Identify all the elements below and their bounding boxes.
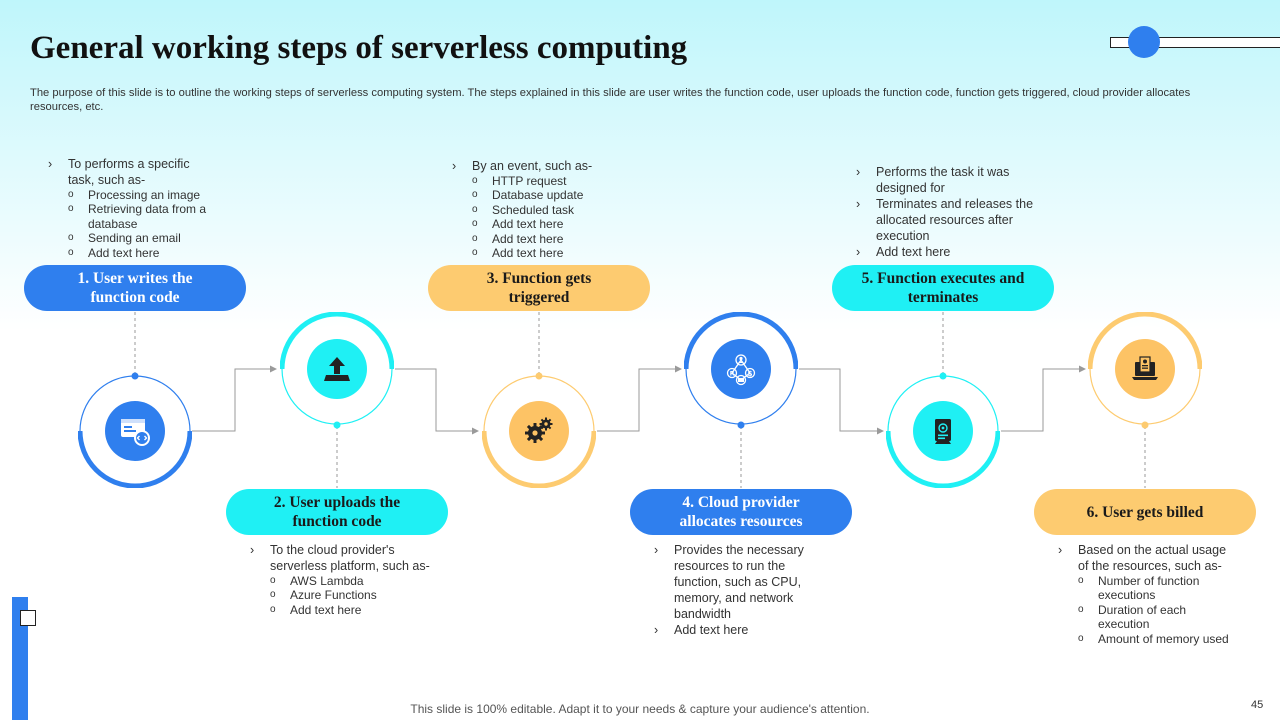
- step-3-node: [482, 374, 596, 488]
- step-2-detail-3: Azure Functions: [250, 588, 430, 603]
- step-2-label: 2. User uploads the function code: [226, 489, 448, 535]
- document-execute-icon: [913, 401, 973, 461]
- step-4-detail-1: Provides the necessary resources to run …: [654, 542, 829, 622]
- step-1-detail-5: Add text here: [48, 246, 218, 261]
- step-1-detail-2: Processing an image: [48, 188, 218, 203]
- step-3-details: By an event, such as- HTTP request Datab…: [452, 158, 632, 261]
- connector-2-3: [395, 368, 479, 435]
- step-2-detail-4: Add text here: [250, 603, 430, 618]
- step-5-detail-2: Terminates and releases the allocated re…: [856, 196, 1036, 244]
- dot-step-4: [737, 421, 745, 429]
- connector-5-6: [1001, 365, 1086, 432]
- step-3-detail-6: Add text here: [452, 232, 632, 247]
- step-3-detail-1: By an event, such as-: [452, 158, 632, 174]
- step-5-detail-1: Performs the task it was designed for: [856, 164, 1036, 196]
- decorative-dot: [1128, 26, 1160, 58]
- step-3-detail-7: Add text here: [452, 246, 632, 261]
- step-2-node: [280, 312, 394, 426]
- step-6-detail-4: Amount of memory used: [1058, 632, 1238, 647]
- svg-text:R: R: [730, 371, 735, 378]
- step-3-label: 3. Function gets triggered: [428, 265, 650, 311]
- decorative-square: [20, 610, 36, 626]
- step-1-detail-3: Retrieving data from a database: [48, 202, 218, 231]
- slide-title: General working steps of serverless comp…: [30, 30, 688, 66]
- step-1-node: [78, 374, 192, 488]
- connector-3-4: [597, 365, 682, 432]
- step-1-label: 1. User writes the function code: [24, 265, 246, 311]
- decorative-side-bar: [12, 597, 28, 720]
- step-1-detail-4: Sending an email: [48, 231, 218, 246]
- step-1-details: To performs a specific task, such as- Pr…: [48, 156, 218, 260]
- step-5-node: [886, 374, 1000, 488]
- upload-icon: [307, 339, 367, 399]
- svg-text:$: $: [748, 370, 753, 378]
- gears-icon: [509, 401, 569, 461]
- connector-1-2: [192, 365, 277, 432]
- resource-network-icon: $ R: [711, 339, 771, 399]
- step-6-node: [1088, 312, 1202, 426]
- step-6-label: 6. User gets billed: [1034, 489, 1256, 535]
- decorative-line: [1110, 37, 1280, 48]
- code-screen-icon: [105, 401, 165, 461]
- step-3-detail-4: Scheduled task: [452, 203, 632, 218]
- step-5-details: Performs the task it was designed for Te…: [856, 164, 1036, 260]
- step-2-detail-1: To the cloud provider's serverless platf…: [250, 542, 430, 574]
- dot-step-2: [333, 421, 341, 429]
- step-4-label: 4. Cloud provider allocates resources: [630, 489, 852, 535]
- step-3-detail-3: Database update: [452, 188, 632, 203]
- step-6-detail-1: Based on the actual usage of the resourc…: [1058, 542, 1238, 574]
- step-6-detail-2: Number of function executions: [1058, 574, 1238, 603]
- page-number: 45: [1251, 699, 1264, 711]
- footer-note: This slide is 100% editable. Adapt it to…: [410, 702, 870, 716]
- step-3-detail-2: HTTP request: [452, 174, 632, 189]
- connector-4-5: [799, 368, 884, 435]
- dot-step-6: [1141, 421, 1149, 429]
- step-4-details: Provides the necessary resources to run …: [654, 542, 829, 638]
- step-2-detail-2: AWS Lambda: [250, 574, 430, 589]
- step-6-detail-3: Duration of each execution: [1058, 603, 1238, 632]
- step-6-details: Based on the actual usage of the resourc…: [1058, 542, 1238, 646]
- step-5-label: 5. Function executes and terminates: [832, 265, 1054, 311]
- step-4-node: $ R: [684, 312, 798, 426]
- step-3-detail-5: Add text here: [452, 217, 632, 232]
- step-2-details: To the cloud provider's serverless platf…: [250, 542, 430, 618]
- invoice-laptop-icon: [1115, 339, 1175, 399]
- step-4-detail-2: Add text here: [654, 622, 829, 638]
- step-1-detail-1: To performs a specific task, such as-: [48, 156, 218, 188]
- step-5-detail-3: Add text here: [856, 244, 1036, 260]
- slide-subtitle: The purpose of this slide is to outline …: [30, 87, 1191, 113]
